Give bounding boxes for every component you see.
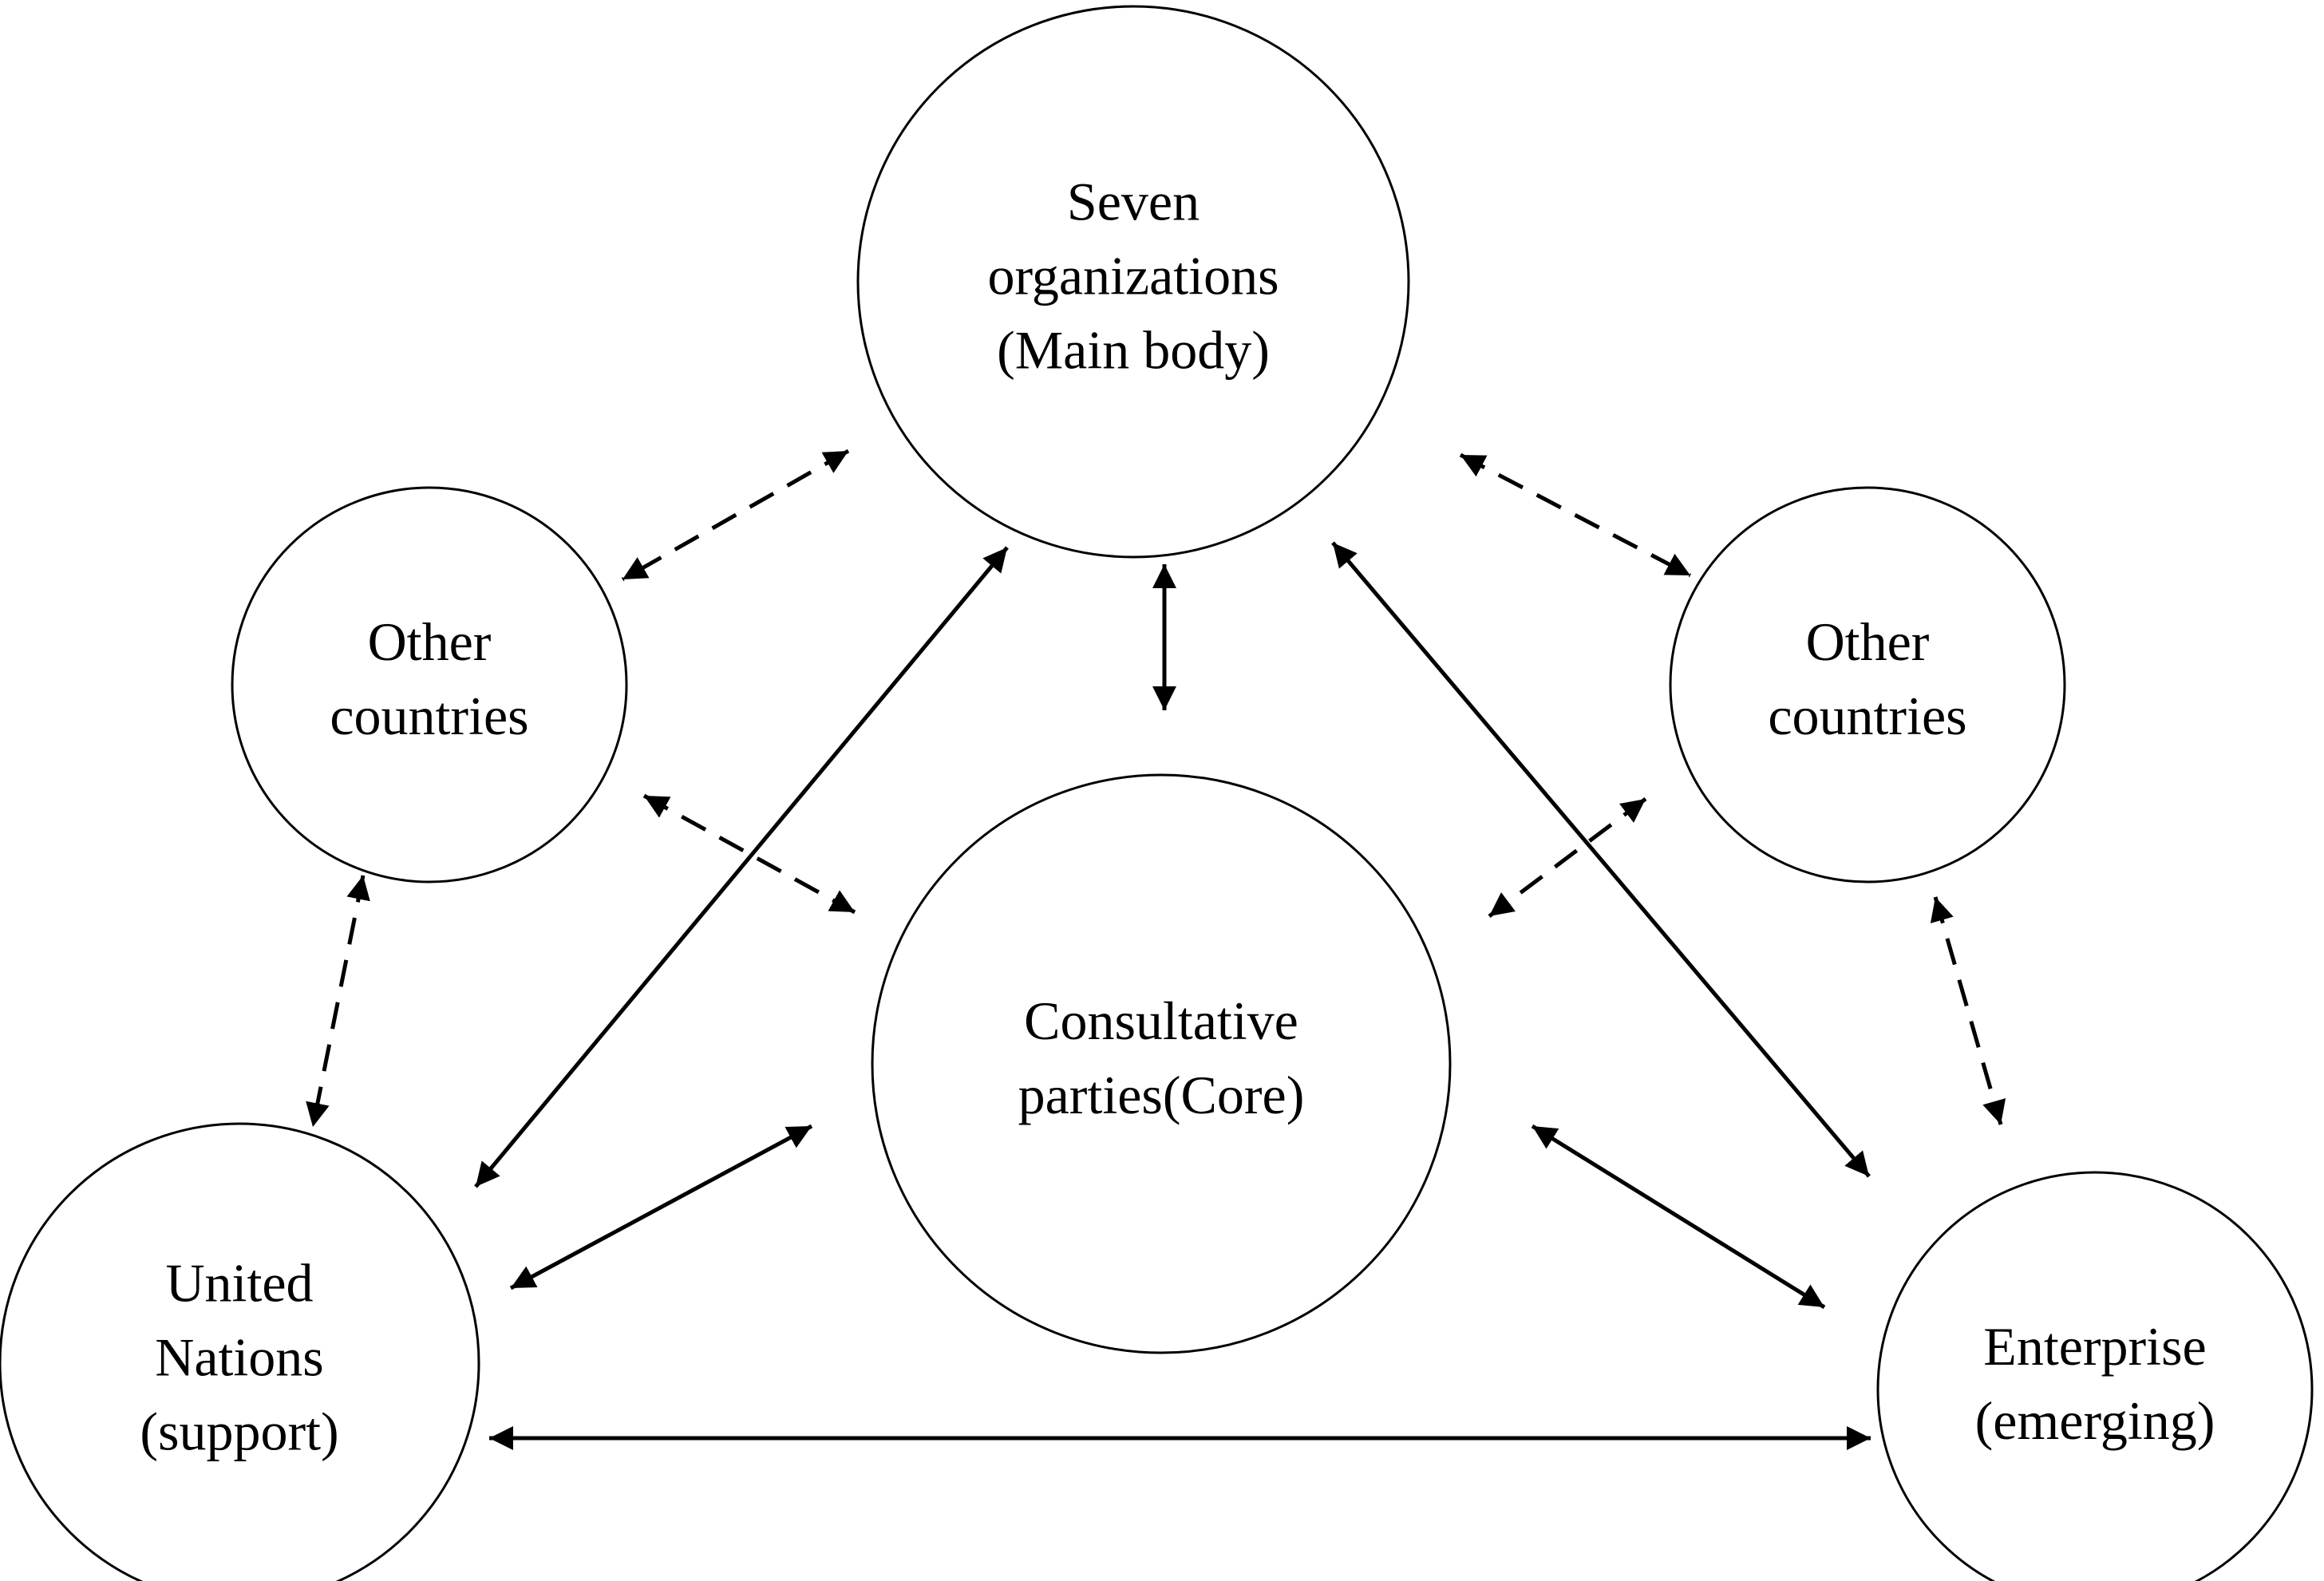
node-label-line: Other xyxy=(1806,611,1930,672)
node-label-line: United xyxy=(165,1253,313,1314)
node-label-line: (Main body) xyxy=(997,320,1270,381)
node-circle-enterprise xyxy=(1876,1171,2314,1581)
edges-layer xyxy=(306,449,2006,1450)
node-label-line: Enterprise xyxy=(1983,1316,2206,1377)
node-label-line: organizations xyxy=(987,246,1279,306)
node-enterprise: Enterprise (emerging) xyxy=(1876,1171,2314,1581)
node-label-line: Other xyxy=(368,611,492,672)
node-label-line: parties(Core) xyxy=(1018,1065,1305,1125)
node-left-other: Other countries xyxy=(231,486,628,883)
arrow-seven-right_other xyxy=(1459,453,1692,578)
node-label-line: (support) xyxy=(140,1401,338,1462)
node-circle-right-other xyxy=(1669,486,2066,883)
node-circle-un xyxy=(0,1122,480,1581)
nodes-layer: Seven organizations (Main body) Other countr… xyxy=(0,5,2314,1581)
arrow-core-un xyxy=(509,1124,813,1290)
node-core: Consultative parties(Core) xyxy=(871,773,1452,1354)
node-label-line: countries xyxy=(330,686,528,746)
node-label-line: Nations xyxy=(155,1327,324,1388)
arrow-right_other-enterprise xyxy=(1930,896,2006,1125)
arrow-seven-left_other xyxy=(621,449,850,582)
arrow-right_other-core xyxy=(1488,797,1647,918)
node-seven: Seven organizations (Main body) xyxy=(856,5,1410,559)
node-label-line: countries xyxy=(1768,686,1966,746)
node-label-line: Consultative xyxy=(1024,990,1298,1051)
node-right-other: Other countries xyxy=(1669,486,2066,883)
node-label-line: Seven xyxy=(1067,172,1200,232)
node-circle-seven xyxy=(856,5,1410,559)
node-circle-core xyxy=(871,773,1452,1354)
arrow-left_other-un xyxy=(306,875,370,1128)
node-circle-left-other xyxy=(231,486,628,883)
arrow-core-enterprise xyxy=(1531,1124,1826,1310)
arrow-left_other-core xyxy=(642,793,856,915)
node-label-line: (emerging) xyxy=(1975,1390,2215,1451)
